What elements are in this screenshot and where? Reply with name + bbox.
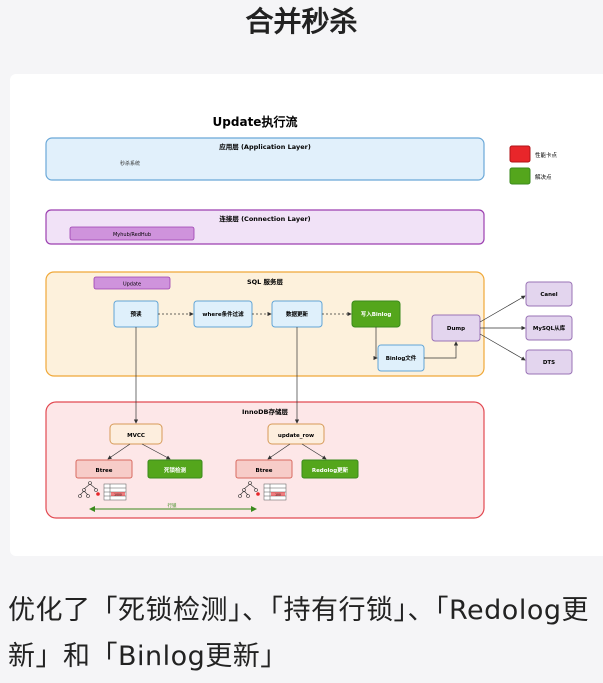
where-filter-label: where条件过滤 <box>202 310 244 318</box>
sql-layer <box>45 271 485 377</box>
btree-left-label: Btree <box>96 468 113 474</box>
application-layer-title: 应用层 (Application Layer) <box>219 142 311 151</box>
table-cell-right-value: 100 <box>275 493 281 497</box>
connection-layer-title: 连接层 (Connection Layer) <box>219 214 310 223</box>
lock-dot-left <box>96 492 100 496</box>
mvcc-box <box>109 423 163 445</box>
table-cell-left-value: 1000 <box>114 493 122 497</box>
preprocess-label: 预读 <box>130 310 142 318</box>
canel-label: Canel <box>540 292 557 298</box>
footer-description: 优化了「死锁检测」、「持有行锁」、「Redolog更新」和「Binlog更新」 <box>8 588 603 680</box>
dts-label: DTS <box>543 360 555 366</box>
mvcc-label: MVCC <box>127 433 145 439</box>
myhub-box <box>69 226 195 241</box>
legend-swatch-solution <box>509 167 531 185</box>
arrow-dump-canel <box>479 295 526 323</box>
arrow-mvcc-deadlock <box>141 443 171 460</box>
diagram-card: Update执行流 性能卡点 解决点 应用层 (Application Laye… <box>10 74 603 556</box>
deadlock-label: 死锁检测 <box>164 466 187 474</box>
legend-label-solution: 解决点 <box>535 173 552 181</box>
legend-swatch-bottleneck <box>509 145 531 163</box>
update-row-label: update_row <box>278 433 314 439</box>
update-tag <box>93 276 171 290</box>
myhub-label: Myhub/RedHub <box>113 232 151 238</box>
update-row-box <box>267 423 325 445</box>
dump-label: Dump <box>447 326 465 332</box>
row-lock-label: 行锁 <box>168 502 177 509</box>
legend-label-bottleneck: 性能卡点 <box>535 151 558 159</box>
table-cell-left-highlight <box>111 492 125 496</box>
data-update-label: 数据更新 <box>286 310 309 318</box>
dts-box <box>525 349 573 375</box>
write-binlog-label: 写入Binlog <box>361 310 392 318</box>
redolog-box <box>301 459 359 479</box>
footer-text: 优化了「死锁检测」、「持有行锁」、「Redolog更新」和「Binlog更新」 <box>8 595 589 672</box>
tree-icon-right <box>238 481 258 498</box>
table-cell-right-highlight <box>271 492 285 496</box>
diagram-title: Update执行流 <box>213 114 298 129</box>
arrow-dump-dts <box>479 333 526 361</box>
seckill-system-label: 秒杀系统 <box>120 160 140 167</box>
arrow-updaterow-redolog <box>301 443 327 460</box>
architecture-diagram: Update执行流 性能卡点 解决点 应用层 (Application Laye… <box>45 114 573 519</box>
btree-left-box <box>75 459 133 479</box>
mysql-slave-label: MySQL从库 <box>533 324 566 332</box>
arrow-file-dump <box>424 341 459 359</box>
sql-layer-title: SQL 服务层 <box>247 277 284 286</box>
canel-box <box>525 281 573 307</box>
update-tag-label: Update <box>123 282 141 288</box>
application-layer <box>45 137 485 181</box>
btree-right-label: Btree <box>256 468 273 474</box>
page-title: 合并秒杀 <box>245 5 358 38</box>
deadlock-box <box>147 459 203 479</box>
btree-right-box <box>235 459 293 479</box>
innodb-layer-title: InnoDB存储层 <box>242 407 288 416</box>
redolog-label: Redolog更新 <box>312 466 349 474</box>
arrow-updaterow-btree <box>267 443 291 460</box>
arrow-mvcc-btree <box>107 443 131 460</box>
tree-icon-left <box>78 481 98 498</box>
mysql-slave-box <box>525 315 573 341</box>
lock-dot-right <box>256 492 260 496</box>
binlog-file-label: Binlog文件 <box>386 354 417 362</box>
